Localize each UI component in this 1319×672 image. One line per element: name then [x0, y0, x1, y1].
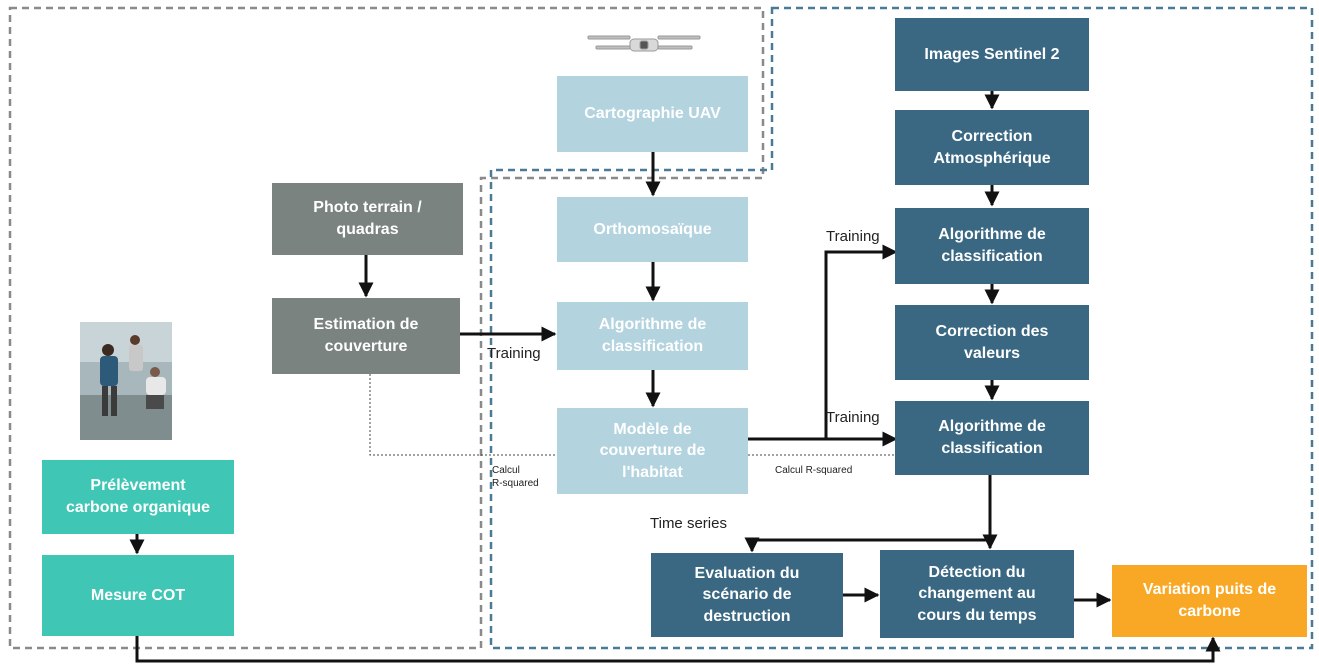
node-estimation-couverture: Estimation de couverture: [272, 298, 460, 374]
node-sentinel: Images Sentinel 2: [895, 18, 1089, 91]
node-photo-terrain: Photo terrain / quadras: [272, 183, 463, 255]
label-calcul-rsquared-right: Calcul R-squared: [775, 465, 853, 476]
node-detection: Détection du changement au cours du temp…: [880, 550, 1074, 638]
node-evaluation: Evaluation du scénario de destruction: [651, 553, 843, 637]
dotted-estimation-to-modele: [369, 374, 556, 456]
node-correction-valeurs: Correction des valeurs: [895, 305, 1089, 380]
node-algo-classification-uav: Algorithme de classification: [557, 302, 748, 370]
label-time-series: Time series: [650, 515, 727, 532]
drone-icon: [587, 35, 701, 52]
node-prelevement: Prélèvement carbone organique: [42, 460, 234, 534]
grey-dashed-region: [8, 6, 765, 650]
label-training-top: Training: [826, 228, 880, 245]
node-algo-classification-1: Algorithme de classification: [895, 208, 1089, 284]
node-cartographie-uav: Cartographie UAV: [557, 76, 748, 152]
arrow-time-series-to-evaluation: [744, 537, 990, 553]
node-algo-classification-2: Algorithme de classification: [895, 401, 1089, 475]
field-sampling-photo: [80, 322, 172, 440]
arrow-mesure-to-variation: [135, 636, 1221, 663]
node-correction-atmospherique: Correction Atmosphérique: [895, 110, 1089, 185]
label-calcul-rsquared-left: Calcul R-squared: [492, 465, 539, 489]
node-orthomosaique: Orthomosaïque: [557, 197, 748, 262]
label-training-mid: Training: [826, 409, 880, 426]
blue-dashed-region: [489, 6, 1314, 650]
label-training-uav: Training: [487, 345, 541, 362]
node-mesure-cot: Mesure COT: [42, 555, 234, 636]
node-modele-couverture: Modèle de couverture de l'habitat: [557, 408, 748, 494]
node-variation-puits: Variation puits de carbone: [1112, 565, 1307, 637]
arrow-training-to-algo1: [824, 244, 898, 439]
